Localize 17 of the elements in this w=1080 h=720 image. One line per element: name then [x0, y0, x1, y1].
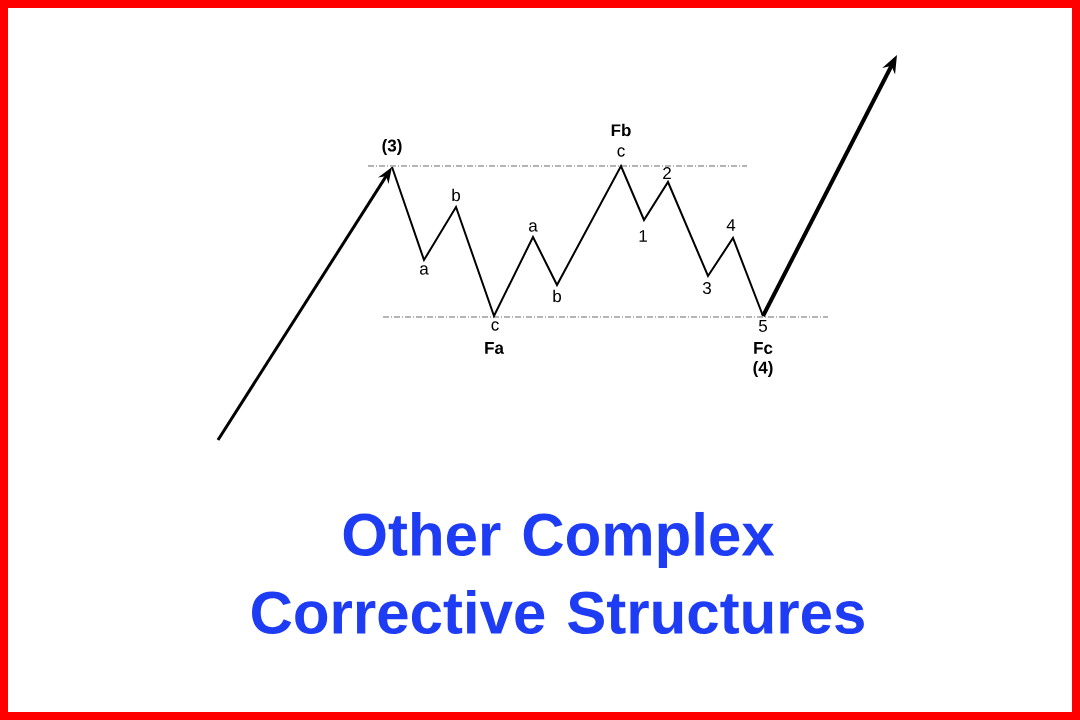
wave-label: b — [452, 188, 460, 202]
title: Other Complex Corrective Structures — [252, 511, 864, 634]
wave-label: Fb — [611, 123, 631, 137]
wave-label: 4 — [726, 219, 736, 231]
wave-label: 2 — [663, 167, 671, 179]
wave-label: (3) — [382, 139, 402, 155]
wave-label: b — [553, 289, 561, 303]
wave-label: 3 — [702, 282, 711, 294]
wave-label: (4) — [753, 361, 773, 377]
wave-label: Fa — [485, 342, 505, 354]
wave-label: 5 — [758, 320, 767, 332]
wave-label: a — [420, 265, 429, 275]
wave-label: a — [529, 222, 538, 232]
wave-label: c — [617, 147, 625, 157]
wave-label: c — [491, 321, 499, 331]
wave-label: Fc — [754, 342, 773, 354]
wave-label: 1 — [639, 230, 647, 242]
